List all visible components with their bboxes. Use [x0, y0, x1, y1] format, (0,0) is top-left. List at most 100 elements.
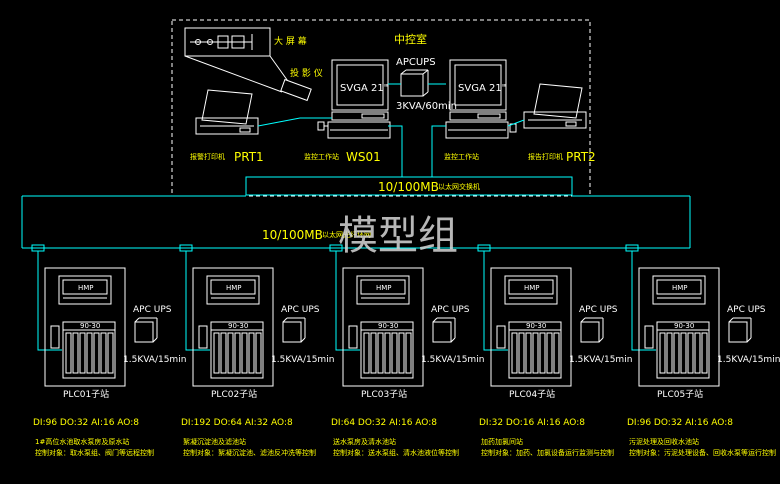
hmi-screen: [62, 279, 108, 295]
station-cn-ws02: 监控工作站: [444, 153, 479, 161]
plc-rack: 90-30: [378, 322, 399, 330]
plc-rack: [210, 321, 264, 379]
plc-desc2: 控制对象：取水泵组、阀门等远程控制: [35, 449, 154, 457]
plc-desc1: 污泥处理及回收水池站: [629, 438, 699, 446]
hmi-panel: [58, 275, 112, 305]
power-supply: [496, 325, 506, 349]
control-room-links: [257, 83, 525, 177]
io-module: [694, 332, 701, 374]
plc-rack: 90-30: [526, 322, 547, 330]
printer-prt1-icon: [195, 89, 259, 135]
plc-desc2: 控制对象：加药、加氯设备运行监测与控制: [481, 449, 614, 457]
io-module: [255, 332, 262, 374]
plc-ups_label: APC UPS: [579, 305, 618, 315]
plc-cabinet: [638, 267, 720, 387]
projector-label: 投 影 仪: [290, 69, 323, 79]
station-id-ws01: WS01: [346, 150, 381, 164]
io-module: [532, 332, 539, 374]
power-supply: [644, 325, 654, 349]
plc-io: DI:64 DO:32 AI:16 AO:8: [331, 418, 437, 428]
plc-name: PLC04子站: [509, 390, 556, 400]
plc-rack: 90-30: [80, 322, 101, 330]
io-module: [107, 332, 114, 374]
io-module: [227, 332, 234, 374]
hmi-screen: [210, 279, 256, 295]
station-drop-lines: [37, 251, 656, 351]
io-module: [405, 332, 412, 374]
ups-box: [134, 321, 154, 343]
workstation-2-icon: [445, 59, 509, 139]
power-supply: [348, 325, 358, 349]
large-screen-symbol: [190, 34, 253, 50]
plc-ups_label: APC UPS: [281, 305, 320, 315]
hmi-screen: [360, 279, 406, 295]
plc-name: PLC05子站: [657, 390, 704, 400]
io-module: [100, 332, 107, 374]
plc-ups_label: APC UPS: [133, 305, 172, 315]
plc-cabinet: [490, 267, 572, 387]
hmi-panel: [206, 275, 260, 305]
plc-desc1: 絮凝沉淀池及滤池站: [183, 438, 246, 446]
io-module: [213, 332, 220, 374]
plc-ups_label: APC UPS: [727, 305, 766, 315]
io-module: [659, 332, 666, 374]
power-supply: [198, 325, 208, 349]
io-module: [701, 332, 708, 374]
io-module: [525, 332, 532, 374]
ups-name: APCUPS: [396, 57, 436, 68]
station-cn-prt1: 报警打印机: [190, 153, 225, 161]
plc-rack: 90-30: [674, 322, 695, 330]
plc-desc1: 1#高位水池取水泵房及原水站: [35, 438, 130, 446]
plc-rack: 90-30: [228, 322, 249, 330]
watermark: 模型组: [338, 213, 458, 259]
plc-station-3: [342, 267, 456, 387]
plc-ups_spec: 1.5KVA/15min: [271, 355, 335, 365]
io-module: [384, 332, 391, 374]
plc-rack: [62, 321, 116, 379]
plc-cabinet: [44, 267, 126, 387]
plc-rack: [360, 321, 414, 379]
plc-desc2: 控制对象：污泥处理设备、回收水泵等运行控制: [629, 449, 776, 457]
plc-hmi: HMP: [524, 284, 540, 292]
ups-box: [282, 321, 302, 343]
switch-name: 以太网交换机: [438, 183, 480, 191]
plc-ups_label: APC UPS: [431, 305, 470, 315]
io-module: [673, 332, 680, 374]
io-module: [93, 332, 100, 374]
io-module: [72, 332, 79, 374]
io-module: [518, 332, 525, 374]
io-module: [79, 332, 86, 374]
plc-ups_spec: 1.5KVA/15min: [123, 355, 187, 365]
ethernet-switch-bar: [245, 176, 573, 196]
io-module: [666, 332, 673, 374]
io-module: [377, 332, 384, 374]
io-module: [86, 332, 93, 374]
io-module: [680, 332, 687, 374]
workstation-ws01-icon: [327, 59, 391, 139]
projection-line-right: [269, 55, 291, 85]
plc-io: DI:192 DO:64 AI:32 AO:8: [181, 418, 293, 428]
ups-box: [432, 321, 452, 343]
monitor-label-2: SVGA 21": [458, 83, 507, 94]
control-room-ups-icon: [400, 69, 429, 97]
io-module: [398, 332, 405, 374]
plc-cabinet: [192, 267, 274, 387]
plc-desc2: 控制对象：絮凝沉淀池、滤池反冲洗等控制: [183, 449, 316, 457]
plc-hmi: HMP: [226, 284, 242, 292]
large-screen-label: 大 屏 幕: [274, 37, 307, 47]
control-room-title: 中控室: [394, 33, 427, 46]
io-module: [248, 332, 255, 374]
control-room-boundary: [171, 19, 591, 197]
ups-spec: 3KVA/60min: [396, 101, 457, 112]
switch-speed: 10/100MB: [378, 180, 439, 194]
station-cn-ws01: 监控工作站: [304, 153, 339, 161]
plc-io: DI:96 DO:32 AI:16 AO:8: [627, 418, 733, 428]
plc-name: PLC02子站: [211, 390, 258, 400]
plc-desc1: 送水泵房及清水池站: [333, 438, 396, 446]
io-module: [370, 332, 377, 374]
plc-station-1: [44, 267, 158, 387]
plc-name: PLC01子站: [63, 390, 110, 400]
io-module: [553, 332, 560, 374]
plc-station-2: [192, 267, 306, 387]
